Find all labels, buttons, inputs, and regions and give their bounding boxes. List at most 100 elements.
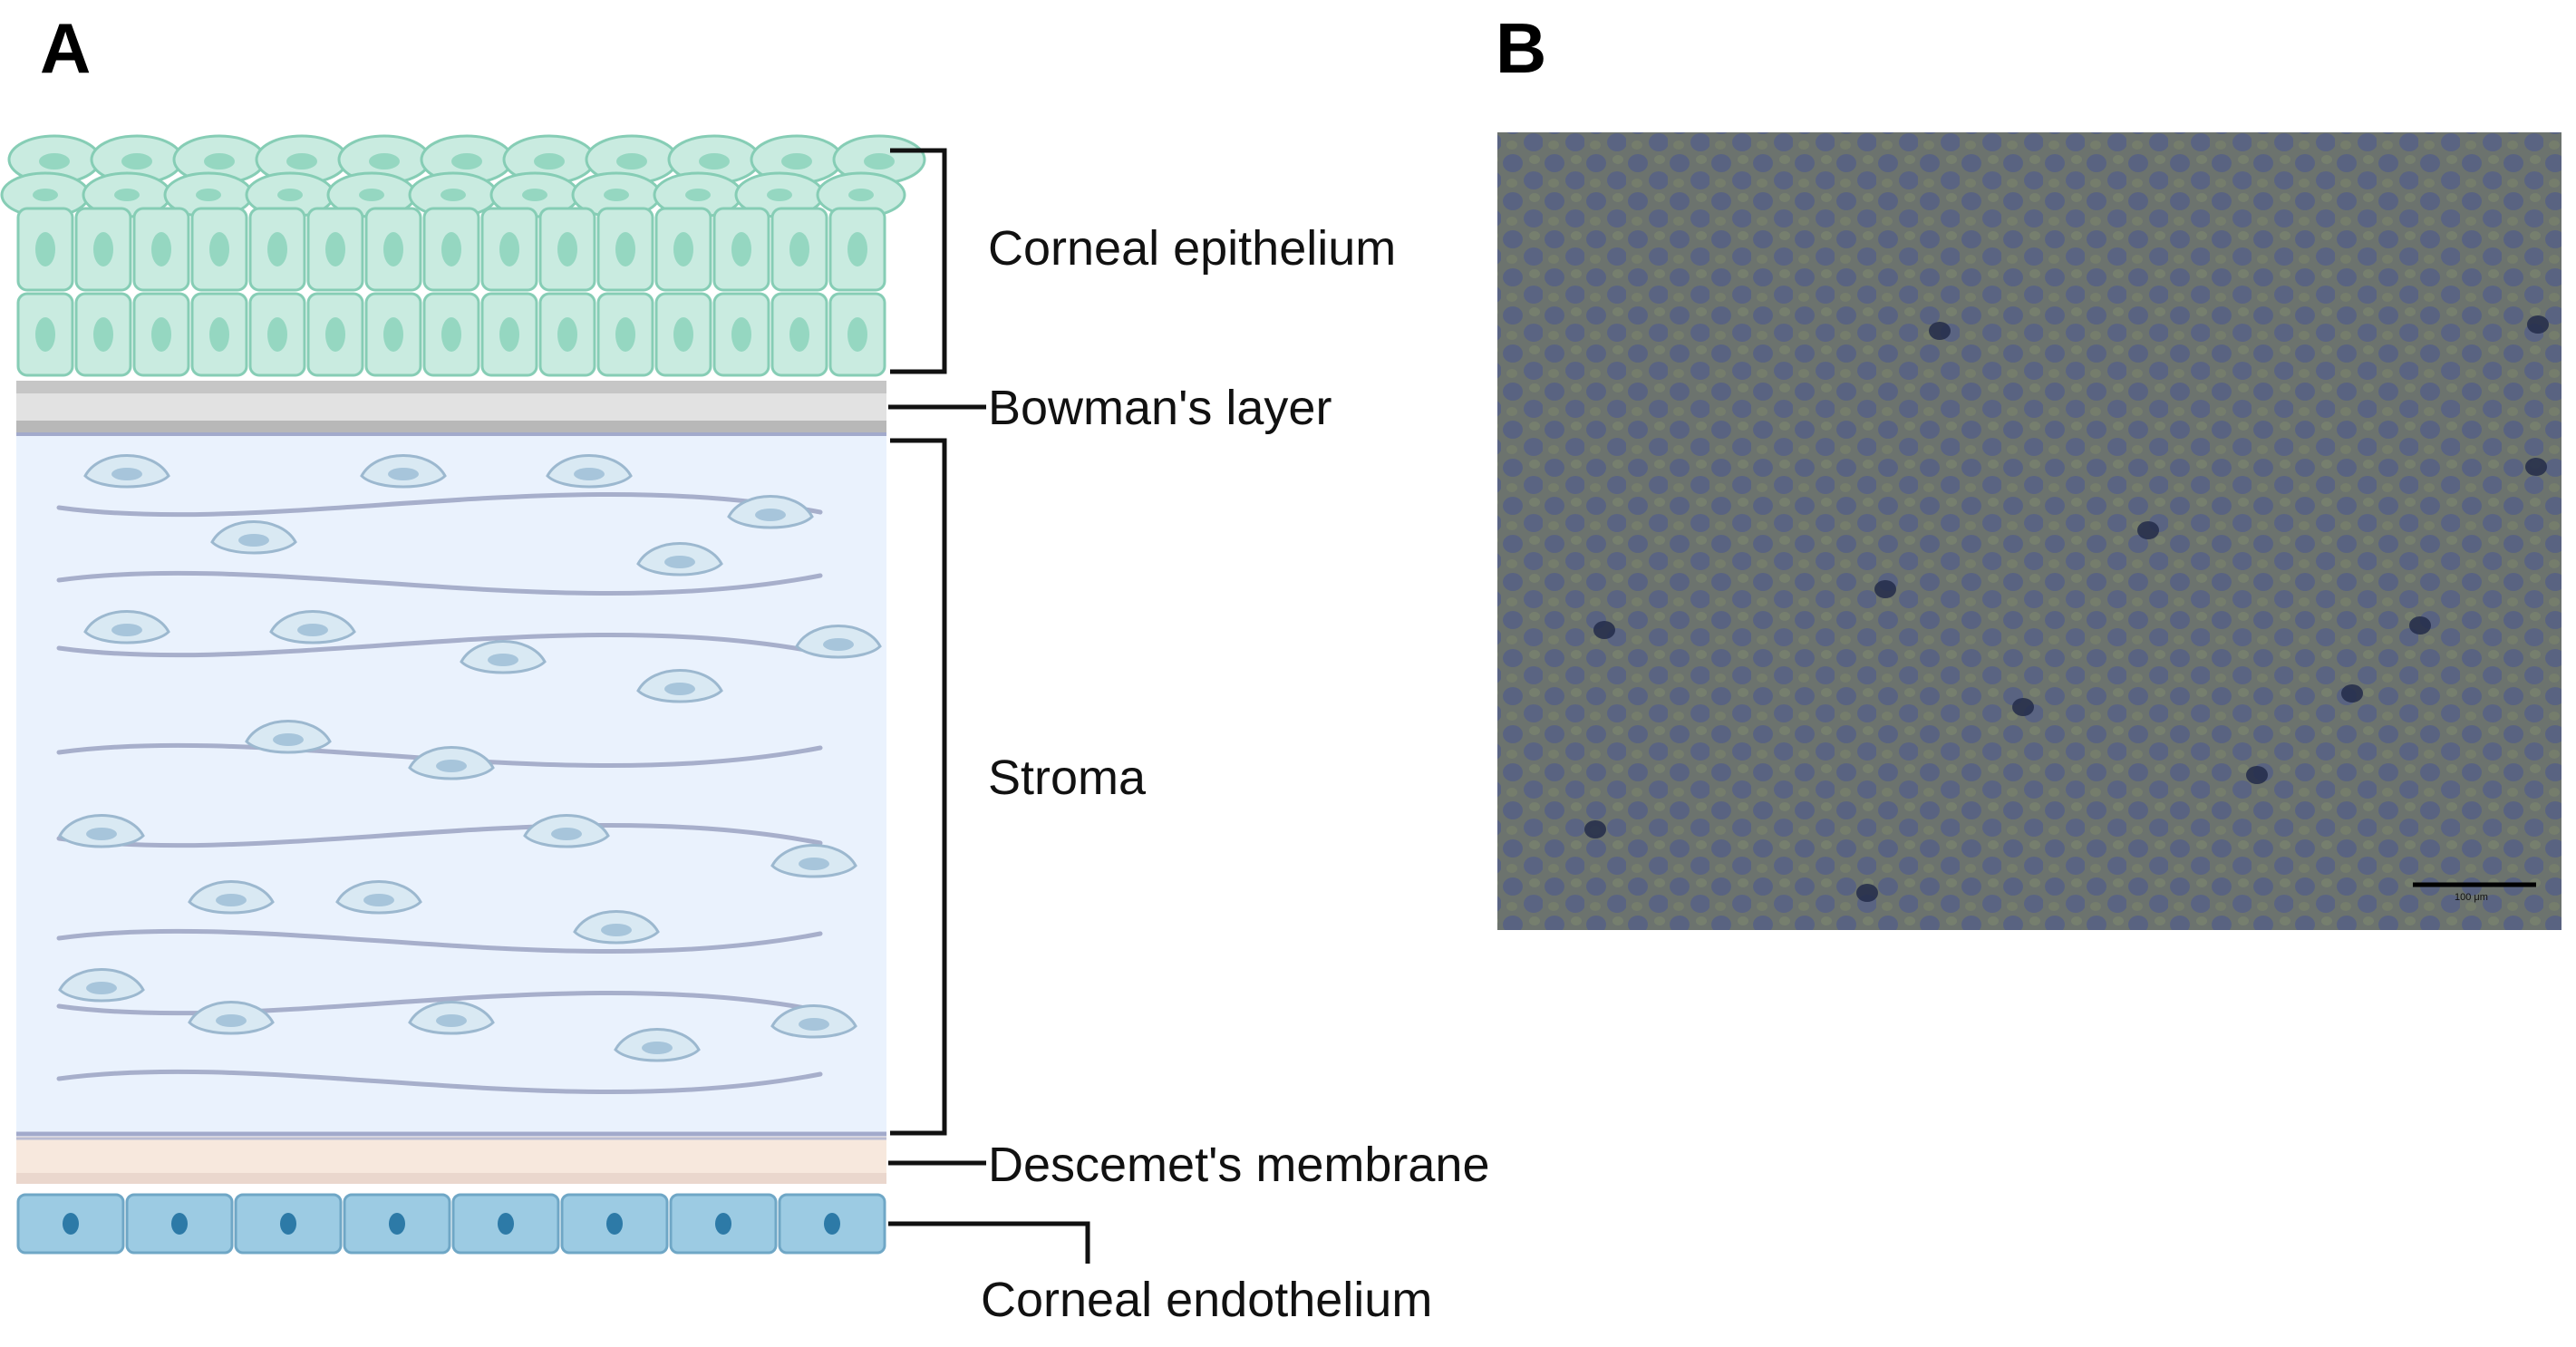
columnar-nucleus bbox=[847, 317, 867, 352]
columnar-nucleus bbox=[557, 317, 577, 352]
endothelial-nucleus bbox=[498, 1213, 514, 1235]
columnar-nucleus bbox=[383, 232, 403, 266]
squamous-nucleus bbox=[204, 153, 235, 170]
columnar-nucleus bbox=[557, 232, 577, 266]
wing-nucleus bbox=[196, 189, 221, 201]
wing-nucleus bbox=[114, 189, 140, 201]
collagen-fibers bbox=[56, 491, 823, 1095]
wing-nucleus bbox=[604, 189, 629, 201]
cornea-diagram bbox=[0, 134, 926, 1255]
squamous-nucleus bbox=[121, 153, 152, 170]
columnar-nucleus bbox=[499, 232, 519, 266]
scale-bar-label: 100 μm bbox=[2455, 892, 2488, 903]
columnar-nucleus bbox=[789, 317, 809, 352]
dark-cell bbox=[1593, 621, 1615, 639]
columnar-nucleus bbox=[93, 232, 113, 266]
stroma-bracket bbox=[890, 438, 947, 1136]
squamous-nucleus bbox=[39, 153, 70, 170]
keratocyte-nucleus bbox=[216, 894, 247, 906]
collagen-fiber bbox=[56, 570, 823, 596]
keratocytes bbox=[58, 454, 882, 1062]
dark-cell bbox=[2341, 684, 2363, 703]
columnar-nucleus bbox=[151, 232, 171, 266]
micrograph-image bbox=[1497, 132, 2561, 930]
columnar-nucleus bbox=[209, 232, 229, 266]
bowman-layer bbox=[16, 381, 886, 433]
collagen-fiber bbox=[56, 928, 823, 955]
epithelium-bracket bbox=[890, 148, 947, 374]
wing-nucleus bbox=[685, 189, 711, 201]
squamous-nucleus bbox=[616, 153, 647, 170]
wing-nucleus bbox=[767, 189, 792, 201]
endothelial-nucleus bbox=[63, 1213, 79, 1235]
keratocyte-nucleus bbox=[436, 760, 467, 772]
dark-cell bbox=[2012, 698, 2034, 716]
endothelial-nucleus bbox=[171, 1213, 188, 1235]
keratocyte-nucleus bbox=[297, 624, 328, 636]
collagen-fiber bbox=[56, 1069, 823, 1095]
keratocyte-nucleus bbox=[799, 858, 829, 870]
keratocyte-nucleus bbox=[388, 468, 419, 480]
columnar-nucleus bbox=[441, 317, 461, 352]
epithelium-wing-cells bbox=[0, 171, 906, 218]
keratocyte-nucleus bbox=[551, 828, 582, 840]
label-descemet: Descemet's membrane bbox=[988, 1138, 1490, 1192]
collagen-fiber bbox=[56, 632, 823, 658]
dark-cell bbox=[1874, 580, 1896, 598]
descemet-band bbox=[16, 1137, 886, 1173]
wing-nucleus bbox=[441, 189, 466, 201]
endothelial-nucleus bbox=[389, 1213, 405, 1235]
keratocyte-nucleus bbox=[238, 534, 269, 547]
descemet-lower-band bbox=[16, 1173, 886, 1184]
collagen-fiber bbox=[56, 990, 823, 1016]
keratocyte-nucleus bbox=[823, 638, 854, 651]
columnar-nucleus bbox=[789, 232, 809, 266]
label-stroma: Stroma bbox=[988, 751, 1147, 805]
keratocyte-nucleus bbox=[664, 556, 695, 568]
keratocyte-nucleus bbox=[216, 1014, 247, 1027]
wing-nucleus bbox=[848, 189, 874, 201]
columnar-nucleus bbox=[731, 232, 751, 266]
dark-cell bbox=[2525, 458, 2547, 476]
bowman-band-middle bbox=[16, 393, 886, 421]
columnar-nucleus bbox=[615, 232, 635, 266]
columnar-nucleus bbox=[847, 232, 867, 266]
micrograph-dark-cells bbox=[1584, 315, 2549, 902]
squamous-nucleus bbox=[369, 153, 400, 170]
keratocyte-nucleus bbox=[488, 654, 518, 666]
dark-cell bbox=[1584, 820, 1606, 838]
descemet-membrane bbox=[16, 1137, 886, 1184]
keratocyte-nucleus bbox=[664, 683, 695, 695]
wing-nucleus bbox=[359, 189, 384, 201]
panel-b-letter: B bbox=[1496, 8, 1546, 88]
keratocyte-nucleus bbox=[111, 624, 142, 636]
columnar-nucleus bbox=[151, 317, 171, 352]
squamous-nucleus bbox=[534, 153, 565, 170]
keratocyte-nucleus bbox=[363, 894, 394, 906]
dark-cell bbox=[2527, 315, 2549, 334]
columnar-nucleus bbox=[267, 232, 287, 266]
keratocyte-nucleus bbox=[601, 924, 632, 936]
endothelial-nucleus bbox=[715, 1213, 731, 1235]
columnar-nucleus bbox=[441, 232, 461, 266]
label-endothelium: Corneal endothelium bbox=[981, 1273, 1432, 1327]
bowman-band-top bbox=[16, 381, 886, 393]
wing-nucleus bbox=[522, 189, 547, 201]
columnar-nucleus bbox=[35, 232, 55, 266]
keratocyte-nucleus bbox=[436, 1014, 467, 1027]
columnar-nucleus bbox=[673, 317, 693, 352]
squamous-nucleus bbox=[864, 153, 895, 170]
endothelial-nucleus bbox=[824, 1213, 840, 1235]
columnar-nucleus bbox=[325, 317, 345, 352]
dark-cell bbox=[1856, 884, 1878, 902]
keratocyte-nucleus bbox=[755, 509, 786, 521]
micrograph-tint bbox=[1497, 132, 2561, 930]
keratocyte-nucleus bbox=[799, 1018, 829, 1031]
squamous-nucleus bbox=[286, 153, 317, 170]
keratocyte-nucleus bbox=[86, 982, 117, 994]
stroma-layer bbox=[16, 432, 886, 1137]
columnar-nucleus bbox=[93, 317, 113, 352]
epithelium-squamous-cells bbox=[7, 134, 926, 185]
keratocyte-nucleus bbox=[273, 733, 304, 746]
label-epithelium: Corneal epithelium bbox=[988, 221, 1396, 276]
